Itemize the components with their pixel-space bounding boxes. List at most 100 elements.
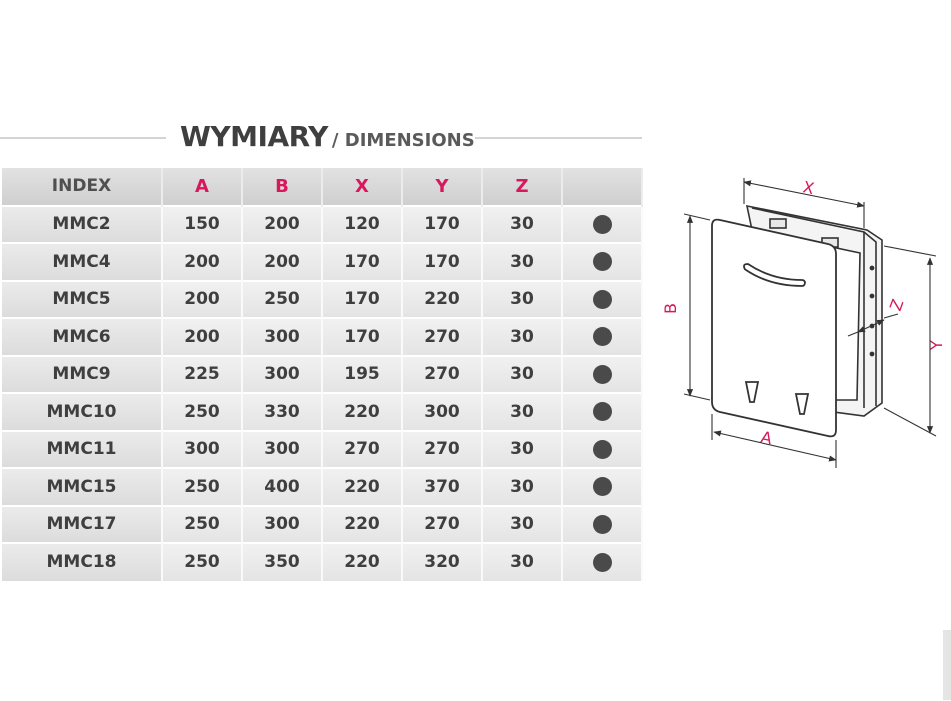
cell-x: 220 (322, 468, 403, 506)
dimension-lines (683, 178, 937, 468)
title-text: WYMIARY/ DIMENSIONS (180, 120, 475, 153)
cell-y: 270 (402, 355, 483, 393)
cell-b: 300 (242, 318, 323, 356)
cell-y: 220 (402, 280, 483, 318)
section-title: WYMIARY/ DIMENSIONS (0, 118, 642, 158)
dimension-diagram: X B A Y Z (652, 168, 951, 478)
cell-z: 30 (482, 243, 563, 281)
cell-color (562, 280, 643, 318)
color-swatch-icon (592, 514, 612, 534)
label-x: X (801, 177, 816, 198)
table-row: MMC15 250 400 220 370 30 (2, 468, 643, 506)
label-b: B (661, 303, 680, 314)
cell-z: 30 (482, 393, 563, 431)
cell-color (562, 205, 643, 243)
cell-a: 200 (162, 243, 243, 281)
cell-color (562, 505, 643, 543)
cell-color (562, 318, 643, 356)
cell-x: 220 (322, 543, 403, 581)
cell-y: 370 (402, 468, 483, 506)
color-swatch-icon (592, 214, 612, 234)
cell-index: MMC9 (2, 355, 163, 393)
table-header-row: INDEX A B X Y Z (2, 168, 643, 206)
cell-x: 220 (322, 393, 403, 431)
header-z: Z (482, 168, 563, 206)
cell-a: 250 (162, 468, 243, 506)
cell-x: 170 (322, 243, 403, 281)
dimensions-table: INDEX A B X Y Z MMC2 150 200 120 170 30 … (2, 168, 643, 581)
table-row: MMC17 250 300 220 270 30 (2, 505, 643, 543)
cell-index: MMC18 (2, 543, 163, 581)
color-swatch-icon (592, 252, 612, 272)
cell-x: 270 (322, 430, 403, 468)
table-row: MMC11 300 300 270 270 30 (2, 430, 643, 468)
cell-color (562, 243, 643, 281)
cell-a: 300 (162, 430, 243, 468)
cell-b: 300 (242, 430, 323, 468)
cell-index: MMC5 (2, 280, 163, 318)
cell-b: 400 (242, 468, 323, 506)
color-swatch-icon (592, 402, 612, 422)
cell-z: 30 (482, 205, 563, 243)
color-swatch-icon (592, 439, 612, 459)
header-y: Y (402, 168, 483, 206)
cell-b: 330 (242, 393, 323, 431)
cell-color (562, 393, 643, 431)
cell-z: 30 (482, 430, 563, 468)
cell-z: 30 (482, 318, 563, 356)
door-panel (711, 218, 837, 438)
cell-color (562, 430, 643, 468)
label-z: Z (886, 297, 908, 314)
label-y: Y (927, 340, 946, 351)
table-row: MMC2 150 200 120 170 30 (2, 205, 643, 243)
cell-b: 300 (242, 505, 323, 543)
cell-y: 300 (402, 393, 483, 431)
table-row: MMC10 250 330 220 300 30 (2, 393, 643, 431)
cell-a: 250 (162, 393, 243, 431)
cell-index: MMC4 (2, 243, 163, 281)
cell-b: 200 (242, 205, 323, 243)
title-rule-right (475, 137, 642, 139)
cell-a: 250 (162, 505, 243, 543)
table-row: MMC9 225 300 195 270 30 (2, 355, 643, 393)
color-swatch-icon (592, 364, 612, 384)
cell-y: 270 (402, 505, 483, 543)
cell-a: 200 (162, 280, 243, 318)
color-swatch-icon (592, 289, 612, 309)
table-row: MMC18 250 350 220 320 30 (2, 543, 643, 581)
cell-index: MMC2 (2, 205, 163, 243)
cell-z: 30 (482, 280, 563, 318)
cell-index: MMC10 (2, 393, 163, 431)
cell-x: 170 (322, 318, 403, 356)
scrollbar[interactable] (943, 630, 951, 700)
cell-a: 150 (162, 205, 243, 243)
header-b: B (242, 168, 323, 206)
title-sub: / DIMENSIONS (331, 130, 475, 151)
cell-b: 200 (242, 243, 323, 281)
cell-color (562, 543, 643, 581)
cell-a: 250 (162, 543, 243, 581)
cell-color (562, 355, 643, 393)
cell-a: 200 (162, 318, 243, 356)
cell-y: 170 (402, 243, 483, 281)
cell-y: 270 (402, 318, 483, 356)
cell-y: 170 (402, 205, 483, 243)
cell-x: 195 (322, 355, 403, 393)
table-row: MMC6 200 300 170 270 30 (2, 318, 643, 356)
cell-z: 30 (482, 505, 563, 543)
label-a: A (759, 427, 774, 448)
header-a: A (162, 168, 243, 206)
title-main: WYMIARY (180, 120, 328, 153)
table-row: MMC5 200 250 170 220 30 (2, 280, 643, 318)
cell-a: 225 (162, 355, 243, 393)
title-rule-left (0, 137, 166, 139)
color-swatch-icon (592, 477, 612, 497)
header-color (562, 168, 643, 206)
cell-index: MMC11 (2, 430, 163, 468)
cell-b: 300 (242, 355, 323, 393)
cell-x: 220 (322, 505, 403, 543)
cell-index: MMC6 (2, 318, 163, 356)
access-door-drawing: X B A Y Z (661, 177, 946, 468)
cell-index: MMC17 (2, 505, 163, 543)
cell-b: 350 (242, 543, 323, 581)
